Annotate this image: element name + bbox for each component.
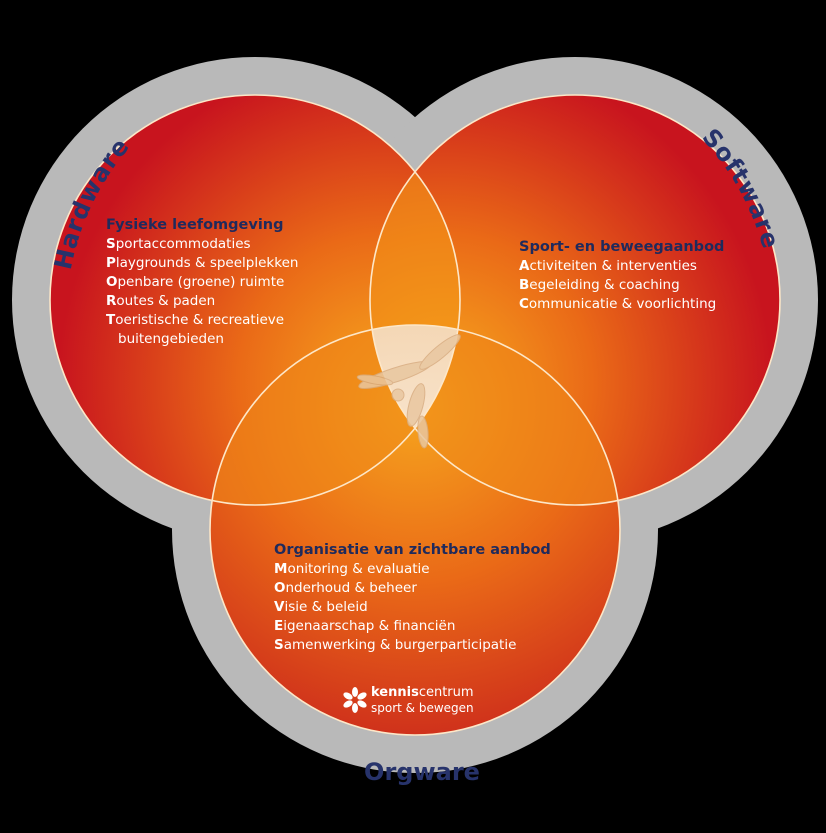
- item-text: ommunicatie & voorlichting: [528, 296, 717, 312]
- list-item: Samenwerking & burgerparticipatie: [274, 636, 551, 655]
- software-block-title: Sport- en beweegaanbod: [519, 239, 725, 255]
- hardware-text-block: Fysieke leefomgeving Sportaccommodaties …: [106, 216, 298, 349]
- item-initial: E: [274, 618, 284, 634]
- list-item: Sportaccommodaties: [106, 235, 298, 254]
- item-initial: O: [106, 274, 118, 290]
- orgware-block-title: Organisatie van zichtbare aanbod: [274, 542, 551, 558]
- item-text: laygrounds & speelplekken: [115, 255, 299, 271]
- list-item: Routes & paden: [106, 292, 298, 311]
- item-initial: T: [106, 312, 116, 328]
- item-text: igenaarschap & financiën: [283, 618, 456, 634]
- item-text: onitoring & evaluatie: [287, 561, 430, 577]
- list-item: Onderhoud & beheer: [274, 579, 551, 598]
- circle-outlines: [49, 94, 781, 736]
- item-initial: M: [274, 561, 288, 577]
- dancer-silhouette-icon: [356, 334, 461, 449]
- logo-brand-text: kenniscentrum: [371, 685, 474, 701]
- item-initial: C: [519, 296, 529, 312]
- list-item: Playgrounds & speelplekken: [106, 254, 298, 273]
- item-initial: P: [106, 255, 116, 271]
- list-item: Toeristische & recreatieve: [106, 311, 298, 330]
- list-item: Begeleiding & coaching: [519, 276, 724, 295]
- list-item: Activiteiten & interventies: [519, 257, 724, 276]
- item-initial: R: [106, 293, 117, 309]
- list-item: Visie & beleid: [274, 598, 551, 617]
- item-text: isie & beleid: [284, 599, 368, 615]
- item-initial: S: [106, 236, 116, 252]
- item-text: oeristische & recreatieve: [115, 312, 285, 328]
- list-item: Eigenaarschap & financiën: [274, 617, 551, 636]
- item-initial: O: [274, 580, 286, 596]
- kenniscentrum-logo: kenniscentrum sport & bewegen: [343, 683, 513, 723]
- item-initial: A: [519, 258, 530, 274]
- item-initial: S: [274, 637, 284, 653]
- orgware-text-block: Organisatie van zichtbare aanbod Monitor…: [274, 541, 551, 655]
- item-initial: V: [274, 599, 285, 615]
- item-text: portaccommodaties: [115, 236, 251, 252]
- item-text: outes & paden: [116, 293, 216, 309]
- list-item: Openbare (groene) ruimte: [106, 273, 298, 292]
- overlap-regions: [210, 95, 620, 505]
- software-text-block: Sport- en beweegaanbod Activiteiten & in…: [519, 238, 724, 314]
- orgware-label: Orgware: [364, 758, 480, 786]
- list-item: Communicatie & voorlichting: [519, 295, 724, 314]
- item-text: egeleiding & coaching: [529, 277, 680, 293]
- logo-brand-rest: centrum: [418, 685, 474, 700]
- list-item: Monitoring & evaluatie: [274, 560, 551, 579]
- list-item-continuation: buitengebieden: [118, 331, 224, 347]
- kenniscentrum-star-icon: [343, 687, 367, 713]
- item-text: nderhoud & beheer: [285, 580, 417, 596]
- item-text: amenwerking & burgerparticipatie: [283, 637, 517, 653]
- logo-brand-bold: kennis: [371, 685, 419, 700]
- hardware-block-title: Fysieke leefomgeving: [106, 217, 284, 233]
- item-text: ctiviteiten & interventies: [529, 258, 697, 274]
- item-initial: B: [519, 277, 530, 293]
- item-text: penbare (groene) ruimte: [117, 274, 285, 290]
- logo-subtitle: sport & bewegen: [371, 701, 474, 715]
